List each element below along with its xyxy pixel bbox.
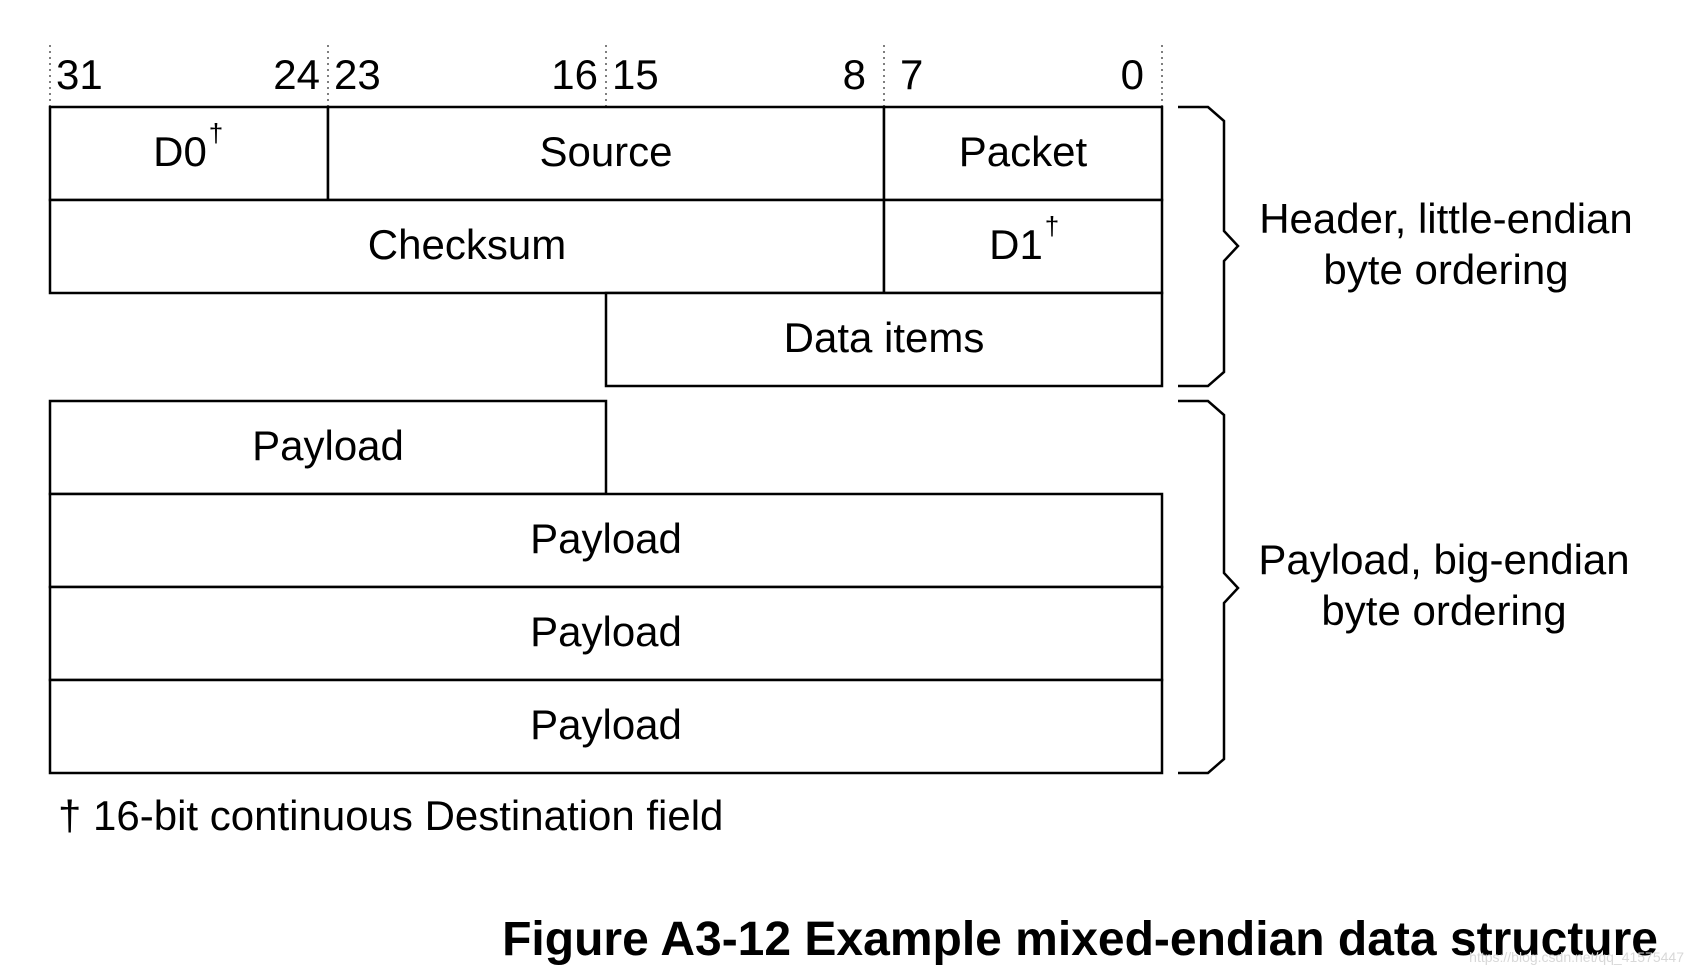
figure-caption: Figure A3-12 Example mixed-endian data s… bbox=[502, 913, 1658, 966]
payload-row-1 bbox=[48, 399, 608, 496]
field-data-items-label: Data items bbox=[784, 314, 985, 361]
payload-row-2-label: Payload bbox=[530, 515, 682, 562]
field-data-items bbox=[604, 291, 1164, 388]
field-d1 bbox=[882, 198, 1164, 295]
payload-brace-label-line1: Payload, big-endian bbox=[1258, 536, 1629, 583]
header-brace-label-line1: Header, little-endian bbox=[1259, 195, 1633, 242]
payload-brace-label-line2: byte ordering bbox=[1321, 587, 1566, 634]
bit-label-16: 16 bbox=[551, 51, 598, 98]
field-packet-label: Packet bbox=[959, 128, 1088, 175]
bit-labels: 31 24 23 16 15 8 7 0 bbox=[56, 51, 1144, 98]
payload-row-3 bbox=[48, 585, 1164, 682]
payload-row-4 bbox=[48, 678, 1164, 775]
footnote: † 16-bit continuous Destination field bbox=[58, 792, 723, 839]
field-d1-label: D1 bbox=[989, 221, 1043, 268]
payload-brace bbox=[1178, 399, 1240, 775]
field-d1-dagger: † bbox=[1045, 211, 1059, 241]
payload-row-4-label: Payload bbox=[530, 701, 682, 748]
bit-label-15: 15 bbox=[612, 51, 659, 98]
field-d0-label: D0 bbox=[153, 128, 207, 175]
payload-row-3-label: Payload bbox=[530, 608, 682, 655]
watermark: https://blog.csdn.net/qq_41575447 bbox=[1469, 949, 1684, 965]
payload-section: Payload Payload Payload Payload bbox=[48, 399, 1164, 775]
header-brace-label-line2: byte ordering bbox=[1323, 246, 1568, 293]
payload-row-2 bbox=[48, 492, 1164, 589]
bit-label-24: 24 bbox=[273, 51, 320, 98]
header-section: D0 † Source Packet Checksum D1 † Data it… bbox=[48, 105, 1164, 388]
bit-label-0: 0 bbox=[1121, 51, 1144, 98]
bit-label-8: 8 bbox=[843, 51, 866, 98]
bit-boundary-guides bbox=[49, 45, 1163, 106]
field-checksum-label: Checksum bbox=[368, 221, 566, 268]
bit-label-7: 7 bbox=[900, 51, 923, 98]
field-d0-dagger: † bbox=[209, 118, 223, 148]
field-packet bbox=[882, 105, 1164, 202]
header-brace bbox=[1178, 105, 1240, 388]
bit-label-23: 23 bbox=[334, 51, 381, 98]
bit-label-31: 31 bbox=[56, 51, 103, 98]
payload-row-1-label: Payload bbox=[252, 422, 404, 469]
field-source-label: Source bbox=[539, 128, 672, 175]
